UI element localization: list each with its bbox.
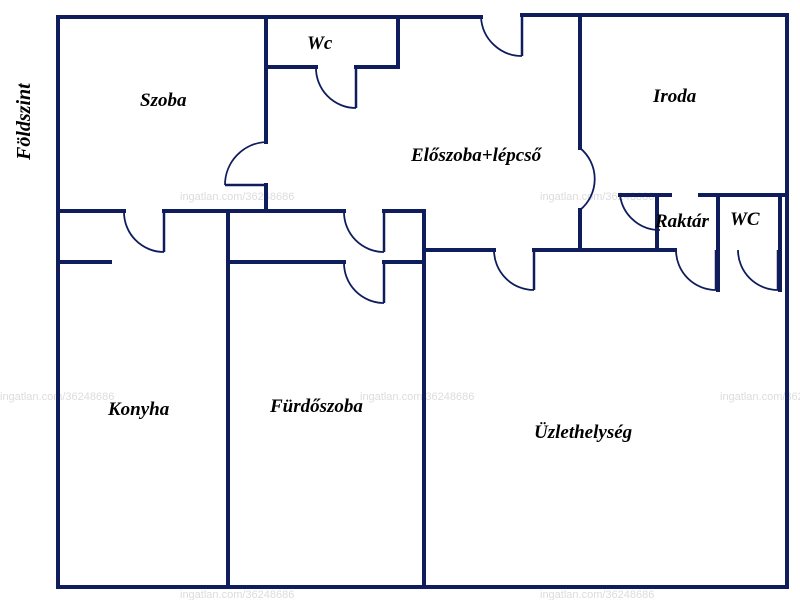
door-arc-corridor-upper — [123, 210, 165, 253]
door-arc-iroda-lower — [619, 194, 661, 231]
room-labels: Szoba Wc Előszoba+lépcső Iroda Raktár WC… — [13, 33, 760, 443]
door-arc-entrance — [480, 16, 523, 57]
door-arc-szoba — [224, 141, 267, 186]
label-raktar: Raktár — [654, 211, 709, 232]
label-eloszoba: Előszoba+lépcső — [410, 145, 543, 166]
watermark: ingatlan.com/36248686 — [360, 391, 474, 403]
doors — [123, 16, 780, 304]
walls — [56, 13, 789, 589]
door-arc-furdo-upper — [343, 210, 385, 253]
floor-label: Földszint — [13, 82, 35, 161]
door-arc-iroda — [579, 147, 596, 211]
door-arc-furdo-lower — [343, 261, 385, 304]
watermarks: ingatlan.com/36248686 ingatlan.com/36248… — [0, 191, 800, 600]
label-iroda: Iroda — [652, 86, 697, 107]
watermark: ingatlan.com/36248686 — [180, 589, 294, 600]
label-furdoszoba: Fürdőszoba — [269, 396, 363, 417]
watermark: ingatlan.com/36248686 — [540, 589, 654, 600]
watermark: ingatlan.com/36248686 — [720, 391, 800, 403]
door-arc-hall-lower — [493, 249, 535, 291]
door-arc-wc-top — [315, 66, 357, 109]
label-wc-right: WC — [730, 209, 760, 230]
label-wc-top: Wc — [307, 33, 333, 54]
door-arc-raktar — [675, 249, 717, 291]
door-arc-wc-right — [737, 249, 779, 291]
watermark: ingatlan.com/36248686 — [180, 191, 294, 203]
label-konyha: Konyha — [107, 399, 170, 420]
label-szoba: Szoba — [140, 90, 187, 111]
label-uzlethelyseg: Üzlethelység — [534, 422, 632, 443]
